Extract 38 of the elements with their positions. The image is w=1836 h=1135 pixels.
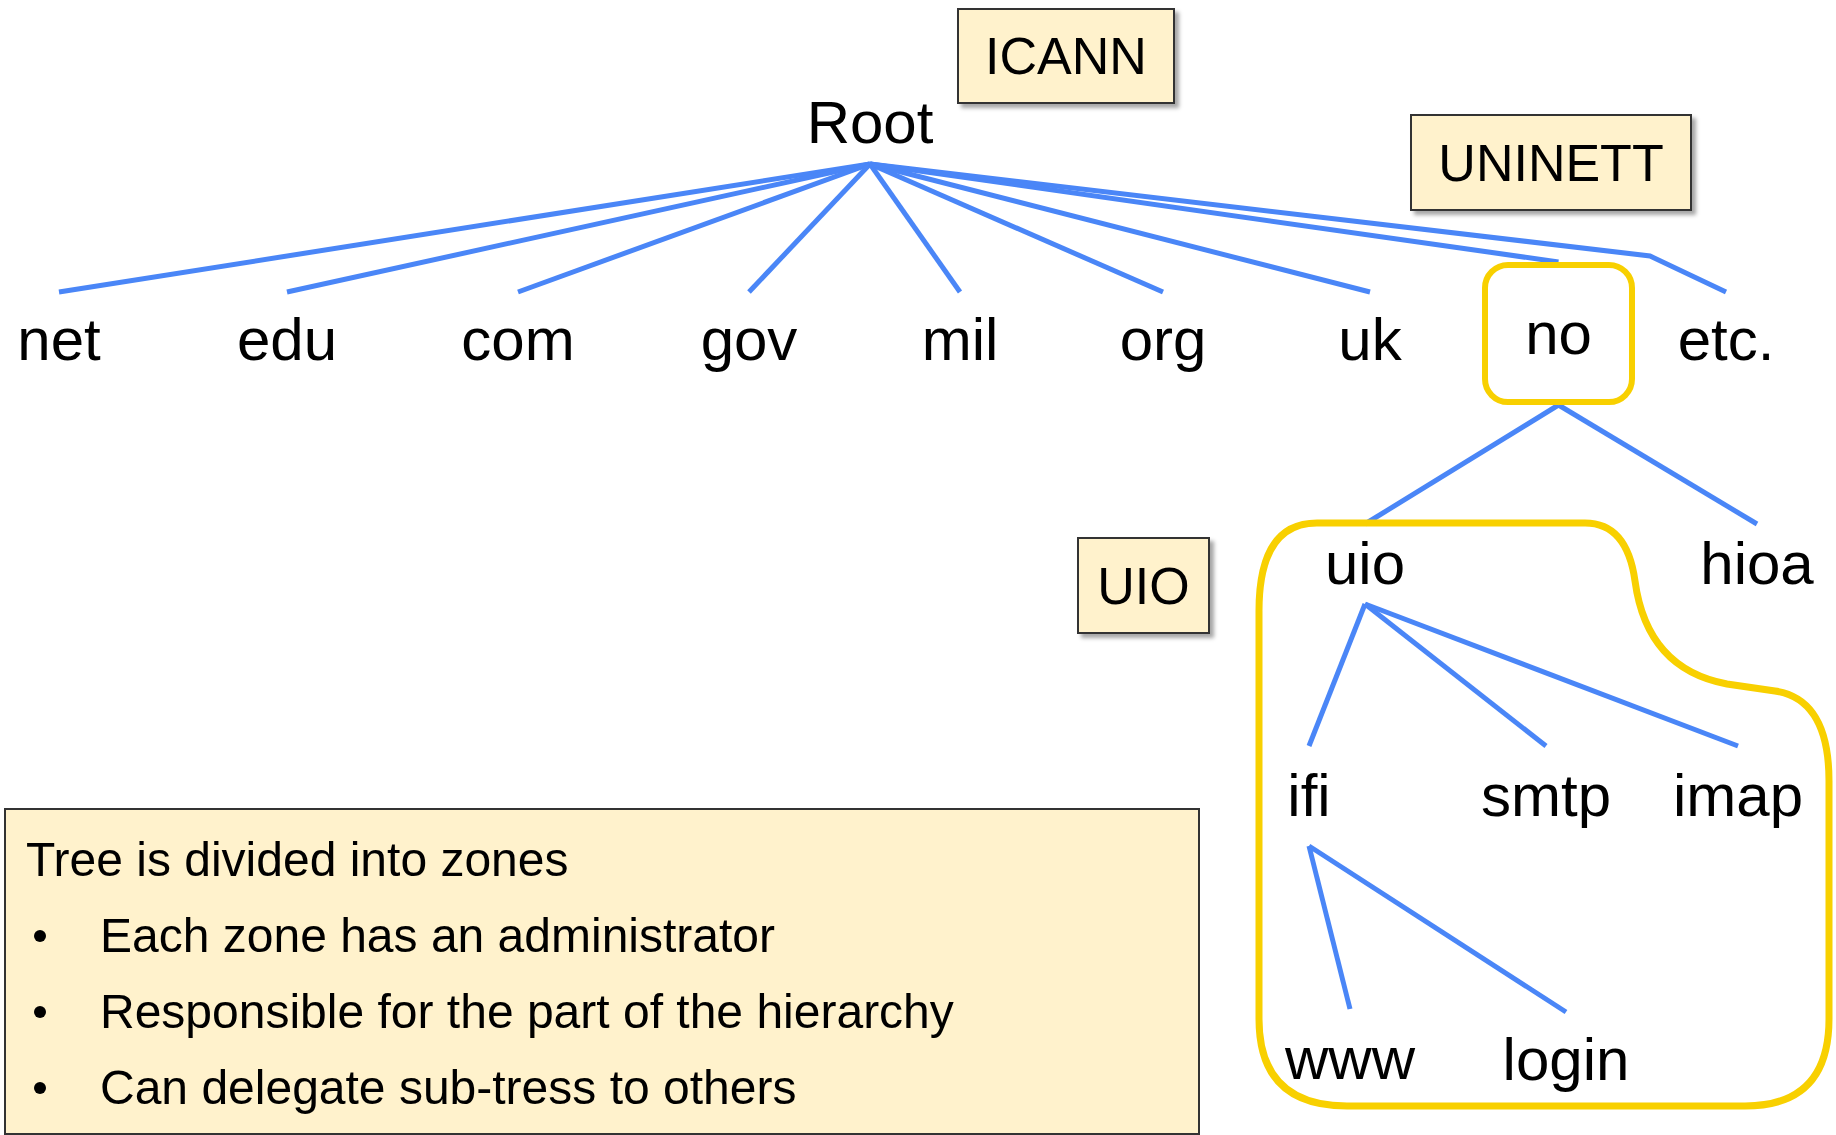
tree-branch-line (286, 161, 871, 295)
zone-outline (1255, 519, 1833, 1110)
domain-label: smtp (1481, 766, 1611, 826)
domain-label: org (1119, 310, 1207, 370)
domain-label: no (1525, 303, 1592, 364)
panel-heading: Tree is divided into zones (26, 832, 569, 888)
domain-label: uk (1338, 310, 1402, 370)
zone-owner-box (1410, 114, 1692, 211)
bullet-text: Each zone has an administrator (100, 908, 776, 964)
domain-label: uio (1324, 534, 1406, 594)
zone-owner-label: UIO (1097, 559, 1190, 612)
highlighted-tree-node (1482, 262, 1635, 405)
bullet-text: Responsible for the part of the hierarchy (100, 984, 954, 1040)
tree-branch-line (1364, 601, 1739, 749)
tree-branch-line (1306, 603, 1368, 747)
zone-owner-box (957, 8, 1175, 104)
domain-label: login (1502, 1030, 1630, 1090)
tree-branch-line (1557, 402, 1759, 527)
domain-label: www (1285, 1029, 1415, 1089)
domain-label: Root (806, 93, 934, 153)
bullet-text: Can delegate sub-tress to others (100, 1060, 797, 1116)
domain-label: edu (236, 310, 338, 370)
tree-branch-line (869, 161, 1728, 295)
zone-owner-label: ICANN (985, 30, 1147, 82)
tree-branch-line (1306, 845, 1353, 1010)
domain-label: net (17, 310, 101, 370)
domain-label: imap (1672, 766, 1804, 826)
tree-branch-line (517, 161, 871, 295)
domain-label: com (461, 310, 575, 370)
domain-label: etc. (1677, 310, 1775, 370)
domain-label: gov (700, 310, 798, 370)
zone-owner-box (1077, 537, 1210, 634)
zone-owner-label: UNINETT (1438, 136, 1664, 189)
notes-panel (4, 808, 1200, 1135)
domain-label: hioa (1700, 534, 1814, 594)
tree-branch-line (1307, 843, 1568, 1015)
domain-label: mil (921, 310, 999, 370)
domain-label: ifi (1287, 766, 1331, 826)
